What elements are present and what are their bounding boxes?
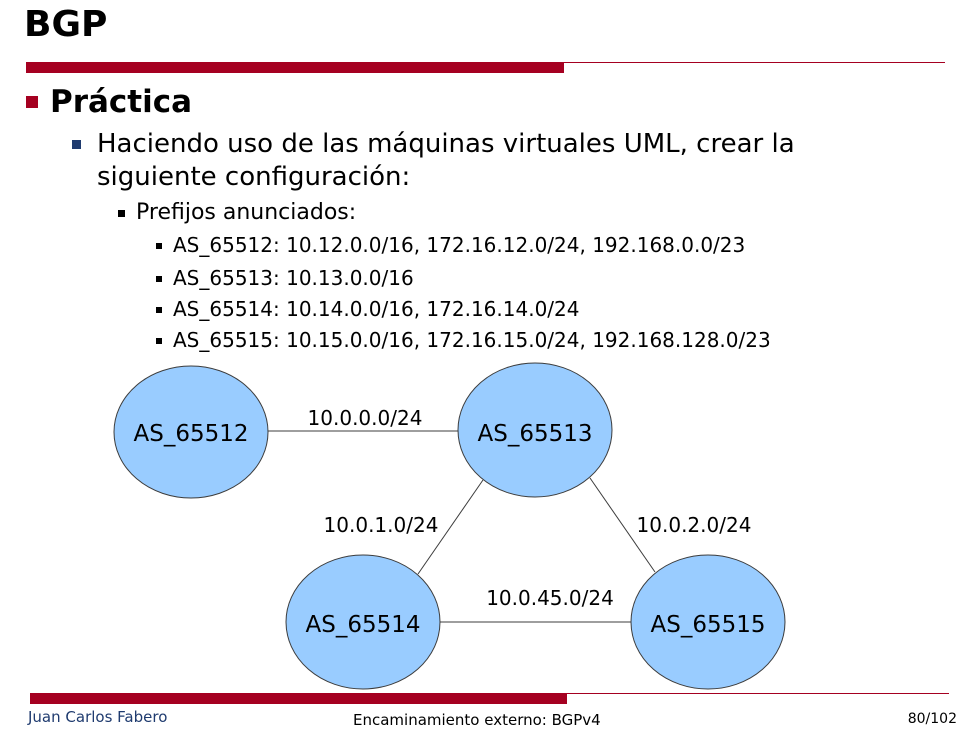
title-underline-thin <box>564 62 945 63</box>
link-label: 10.0.45.0/24 <box>486 586 614 610</box>
square-bullet-icon <box>118 210 125 217</box>
footer-bar-thin <box>567 693 949 694</box>
square-bullet-icon <box>72 140 81 149</box>
node-as65513 <box>457 362 613 498</box>
link-label: 10.0.1.0/24 <box>324 513 439 537</box>
node-as65515 <box>630 554 786 690</box>
node-label: AS_65513 <box>478 421 593 447</box>
heading-text: Práctica <box>50 84 193 120</box>
square-bullet-icon <box>156 307 162 313</box>
footer-bar-thick <box>30 693 567 704</box>
prefix-text: AS_65514: 10.14.0.0/16, 172.16.14.0/24 <box>173 297 580 321</box>
page-number: 80/102 <box>907 711 957 727</box>
paragraph-text: Haciendo uso de las máquinas virtuales U… <box>97 129 795 192</box>
node-label: AS_65512 <box>134 421 249 447</box>
node-label: AS_65514 <box>306 612 421 638</box>
footer-author: Juan Carlos Fabero <box>28 708 168 726</box>
node-label: AS_65515 <box>651 612 766 638</box>
link-65513-65514 <box>417 479 484 575</box>
square-bullet-icon <box>26 96 38 108</box>
title-underline-thick <box>26 62 564 73</box>
subheading-text: Prefijos anunciados: <box>136 200 357 225</box>
link-65513-65515 <box>589 477 656 573</box>
square-bullet-icon <box>156 276 162 282</box>
footer-subject: Encaminamiento externo: BGPv4 <box>353 711 601 729</box>
square-bullet-icon <box>156 243 162 249</box>
prefix-text: AS_65515: 10.15.0.0/16, 172.16.15.0/24, … <box>173 328 771 352</box>
prefix-text: AS_65513: 10.13.0.0/16 <box>173 266 414 290</box>
slide-title: BGP <box>24 4 108 45</box>
link-label: 10.0.2.0/24 <box>637 513 752 537</box>
node-as65512 <box>113 365 269 499</box>
node-as65514 <box>285 554 441 690</box>
square-bullet-icon <box>156 338 162 344</box>
prefix-text: AS_65512: 10.12.0.0/16, 172.16.12.0/24, … <box>173 233 746 257</box>
link-label: 10.0.0.0/24 <box>308 406 423 430</box>
